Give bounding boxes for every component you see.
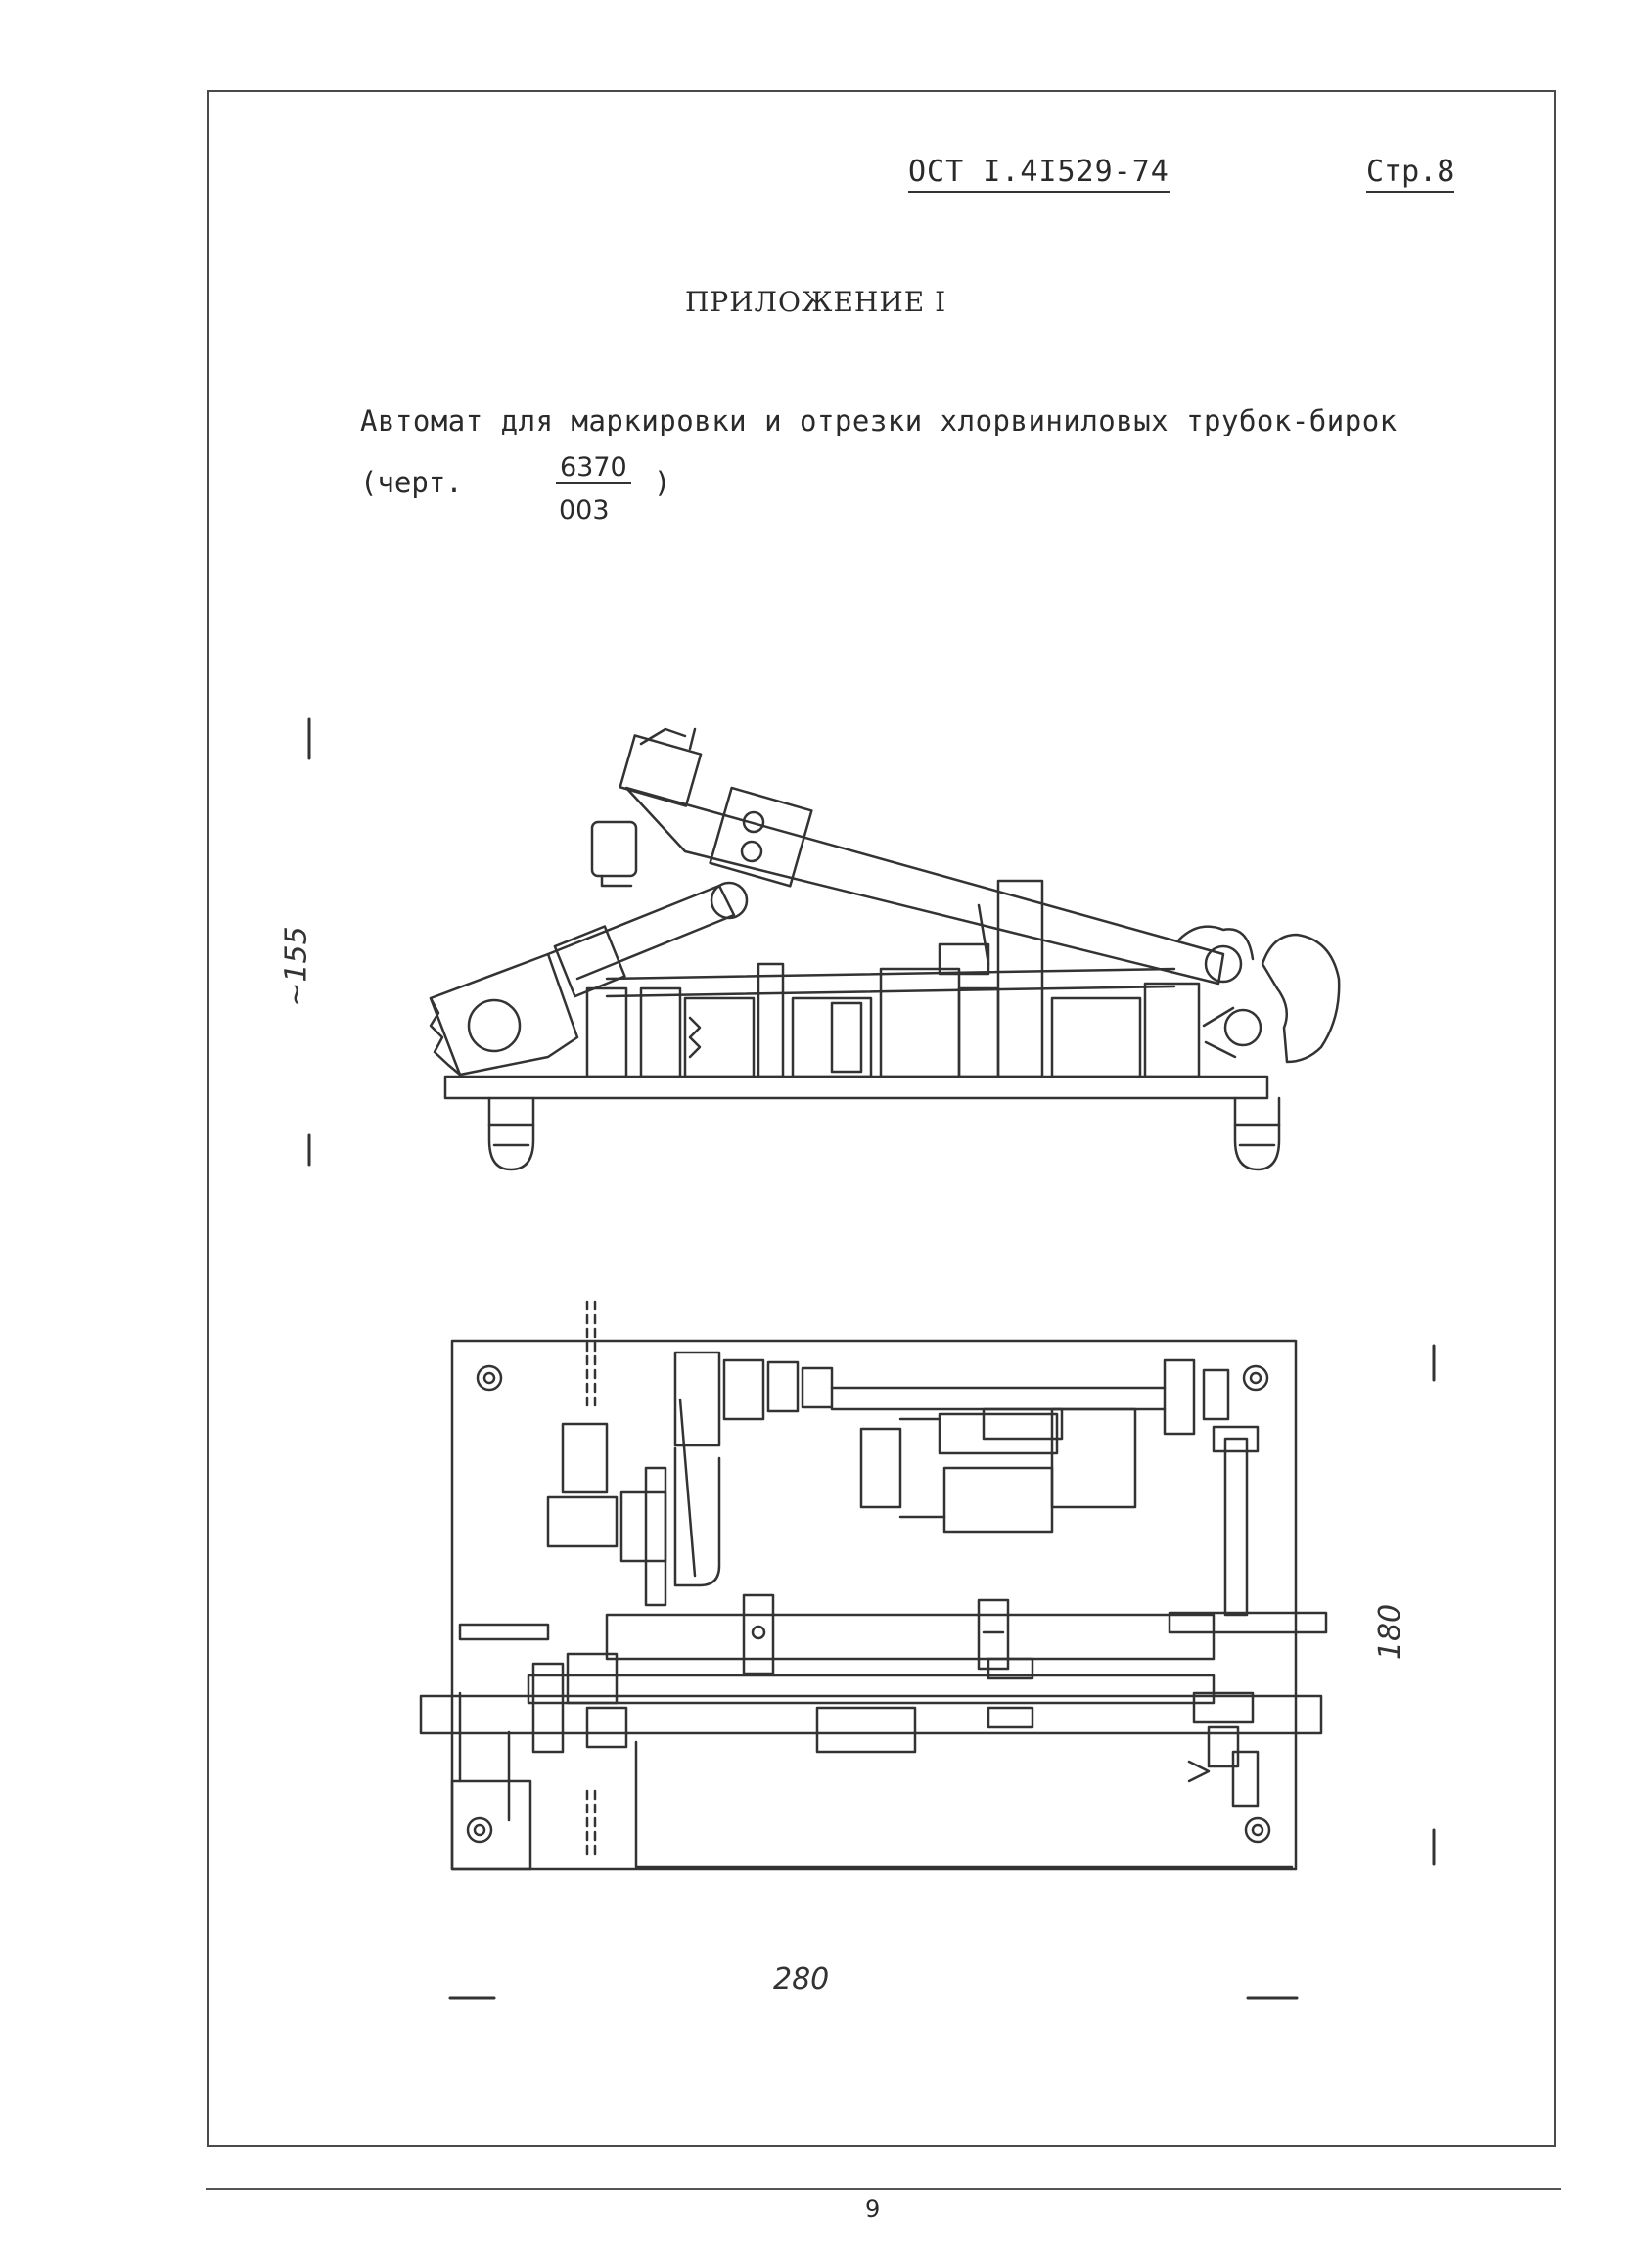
page-label: Стр.8 [1366,155,1455,193]
page-number: 9 [865,2195,881,2223]
height-dimension-label: ~155 [279,926,314,1007]
drawing-reference: (черт. 6370 003 ) [360,452,670,536]
page-header: ОСТ I.4I529-74 Стр.8 [908,155,1456,213]
width-dimension-label: 280 [773,1962,830,1996]
drawing-ref-numerator: 6370 [556,452,631,484]
drawing-ref-prefix: (черт. [360,466,463,499]
depth-dimension-label: 180 [1373,1603,1408,1661]
page-frame [207,90,1556,2147]
document-code: ОСТ I.4I529-74 [908,155,1170,193]
dimension-marks [307,717,1436,2000]
drawing-ref-suffix: ) [654,466,671,499]
side-view-drawing [429,727,1341,1171]
drawing-ref-denominator: 003 [559,495,610,526]
top-view-drawing [419,1300,1328,1871]
bottom-rule [206,2188,1561,2190]
appendix-title: ПРИЛОЖЕНИЕ I [685,286,947,318]
figure-title: Автомат для маркировки и отрезки хлорвин… [360,404,1398,437]
